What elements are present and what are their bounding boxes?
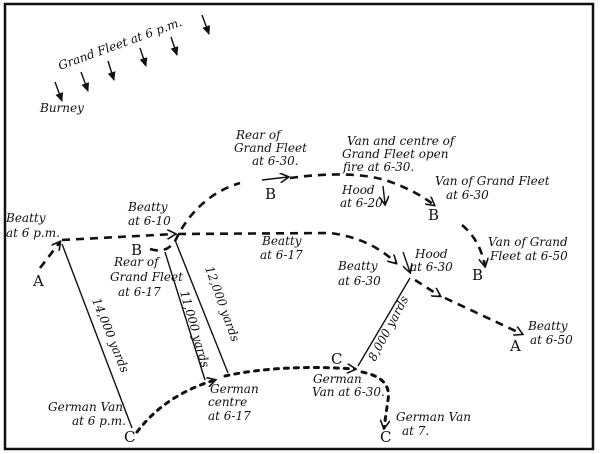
svg-text:centre: centre <box>208 395 247 409</box>
letter-b: B <box>428 206 439 224</box>
svg-text:Rear of: Rear of <box>113 255 161 269</box>
letter-a: A <box>32 272 44 290</box>
label-rear-gf-630: Rear of Grand Fleet at 6-30. <box>234 128 307 168</box>
svg-text:fire at 6-30.: fire at 6-30. <box>342 160 414 174</box>
grand-fleet-6pm-label: Grand Fleet at 6 p.m. <box>56 15 184 73</box>
svg-text:German: German <box>210 382 259 396</box>
letter-b: B <box>131 241 142 259</box>
svg-text:Beatty: Beatty <box>337 259 378 273</box>
svg-text:at 6-30: at 6-30 <box>446 188 489 202</box>
distance-14000: 14,000 yards <box>89 296 132 375</box>
label-van-gf-630: Van of Grand Fleet at 6-30 <box>435 174 550 202</box>
label-beatty-617: Beatty at 6-17 <box>260 234 303 262</box>
svg-text:Van at 6-30.: Van at 6-30. <box>312 385 385 399</box>
range-lines <box>61 239 411 429</box>
svg-text:at 6-30: at 6-30 <box>410 260 453 274</box>
label-german-centre-617: German centre at 6-17 <box>208 382 259 423</box>
grand-fleet-track <box>149 174 485 266</box>
label-beatty-6pm: Beatty at 6 p.m. <box>5 211 60 240</box>
label-german-van-630: German Van at 6-30. <box>312 372 385 399</box>
letter-b: B <box>265 185 276 203</box>
svg-text:Hood: Hood <box>414 247 448 261</box>
distance-12000: 12,000 yards <box>202 264 242 343</box>
label-hood-630: Hood at 6-30 <box>410 247 453 274</box>
letter-c: C <box>124 428 135 446</box>
label-beatty-630: Beatty at 6-30 <box>337 259 381 288</box>
letter-a: A <box>509 337 521 355</box>
svg-text:at 6-20: at 6-20 <box>340 196 383 210</box>
distance-8000: 8,000 yards <box>365 294 411 364</box>
svg-text:Grand Fleet open: Grand Fleet open <box>342 147 448 161</box>
svg-text:at 6-30: at 6-30 <box>338 274 381 288</box>
distance-11000: 11,000 yards <box>177 289 212 369</box>
label-beatty-650: Beatty at 6-50 <box>527 319 573 347</box>
map-frame <box>3 2 595 451</box>
label-rear-gf-617: Rear of Grand Fleet at 6-17 <box>110 255 183 299</box>
svg-text:Beatty: Beatty <box>527 319 568 333</box>
svg-text:German: German <box>313 372 362 386</box>
svg-text:at 6-17: at 6-17 <box>260 248 303 262</box>
label-hood-620: Hood at 6-20 <box>340 183 383 210</box>
svg-text:at 6-17: at 6-17 <box>118 285 161 299</box>
beatty-track <box>38 233 522 334</box>
svg-text:German Van: German Van <box>396 410 471 424</box>
svg-text:Beatty: Beatty <box>127 200 168 214</box>
svg-text:Van of Grand: Van of Grand <box>488 235 568 249</box>
svg-text:at 6 p.m.: at 6 p.m. <box>6 226 60 240</box>
label-german-van-6pm: German Van at 6 p.m. <box>48 400 126 428</box>
label-van-centre-open-fire: Van and centre of Grand Fleet open fire … <box>342 134 457 174</box>
svg-text:at 7.: at 7. <box>402 424 429 438</box>
burney-label: Burney <box>39 101 84 115</box>
svg-text:at 6-10: at 6-10 <box>128 214 171 228</box>
label-van-gf-650: Van of Grand Fleet at 6-50 <box>488 235 568 263</box>
svg-text:at 6 p.m.: at 6 p.m. <box>72 414 126 428</box>
german-track <box>135 368 388 434</box>
svg-text:Grand Fleet: Grand Fleet <box>234 141 307 155</box>
label-german-van-7: German Van at 7. <box>396 410 471 438</box>
svg-text:Grand Fleet: Grand Fleet <box>110 270 183 284</box>
svg-text:at 6-17: at 6-17 <box>208 409 251 423</box>
svg-text:Van and centre of: Van and centre of <box>347 134 457 148</box>
letter-b: B <box>472 266 483 284</box>
svg-text:at 6-50: at 6-50 <box>530 333 573 347</box>
svg-text:Beatty: Beatty <box>5 211 46 225</box>
svg-text:Hood: Hood <box>341 183 375 197</box>
svg-text:Fleet at 6-50: Fleet at 6-50 <box>489 249 568 263</box>
svg-text:Van of Grand Fleet: Van of Grand Fleet <box>435 174 550 188</box>
svg-text:at 6-30.: at 6-30. <box>252 154 299 168</box>
letter-c: C <box>331 350 342 368</box>
svg-text:Beatty: Beatty <box>261 234 302 248</box>
svg-text:Rear of: Rear of <box>235 128 283 142</box>
svg-text:German Van: German Van <box>48 400 123 414</box>
label-beatty-610: Beatty at 6-10 <box>127 200 171 228</box>
grand-fleet-column-arrows <box>54 14 210 102</box>
letter-c: C <box>380 428 391 446</box>
